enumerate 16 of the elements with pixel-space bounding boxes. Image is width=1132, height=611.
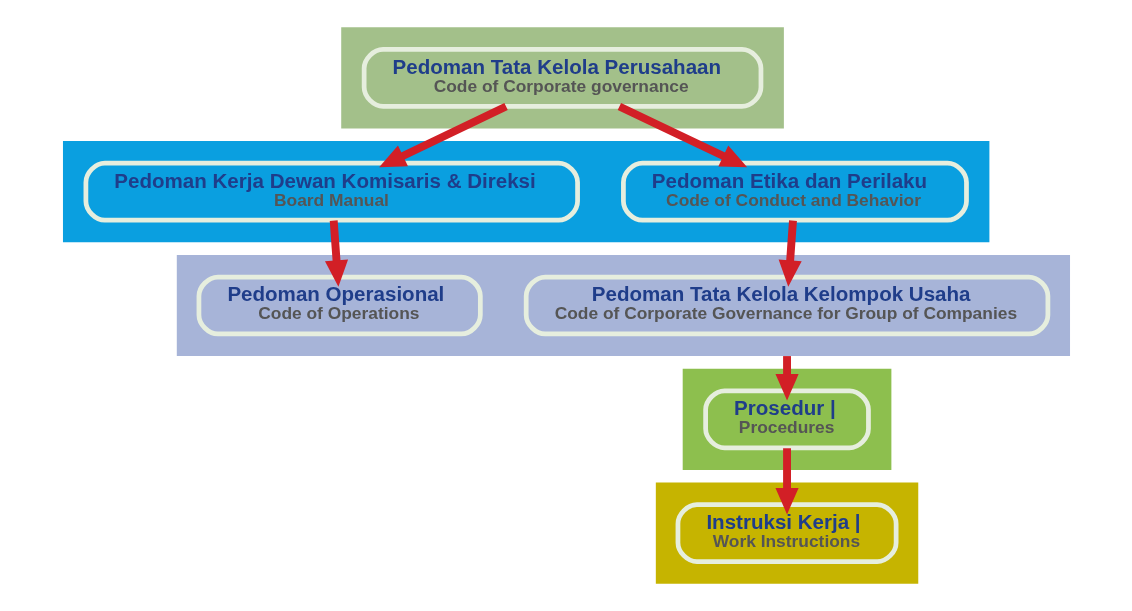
node-box: Pedoman Etika dan Perilaku Code of Conduct and Behavior (620, 160, 969, 223)
arrow (774, 448, 799, 515)
node-box: Pedoman Operasional Code of Operations (196, 274, 483, 337)
node-box: Pedoman Tata Kelola Kelompok Usaha Code of Corporate Governance for Group of Companies (523, 274, 1050, 337)
cluster (655, 482, 918, 584)
arrow (774, 356, 799, 401)
cluster (682, 368, 891, 470)
arrow (778, 220, 802, 287)
node-box: Prosedur | Procedures (702, 388, 871, 451)
cluster (340, 27, 784, 129)
arrow (324, 220, 348, 287)
node-box: Pedoman Tata Kelola Perusahaan Code of Corporate governance (361, 47, 763, 109)
node-box: Instruksi Kerja | Work Instructions (675, 502, 898, 564)
cluster (62, 141, 989, 243)
node-box: Pedoman Kerja Dewan Komisaris & Direksi Board Manual (83, 160, 580, 223)
cluster (176, 254, 1070, 357)
